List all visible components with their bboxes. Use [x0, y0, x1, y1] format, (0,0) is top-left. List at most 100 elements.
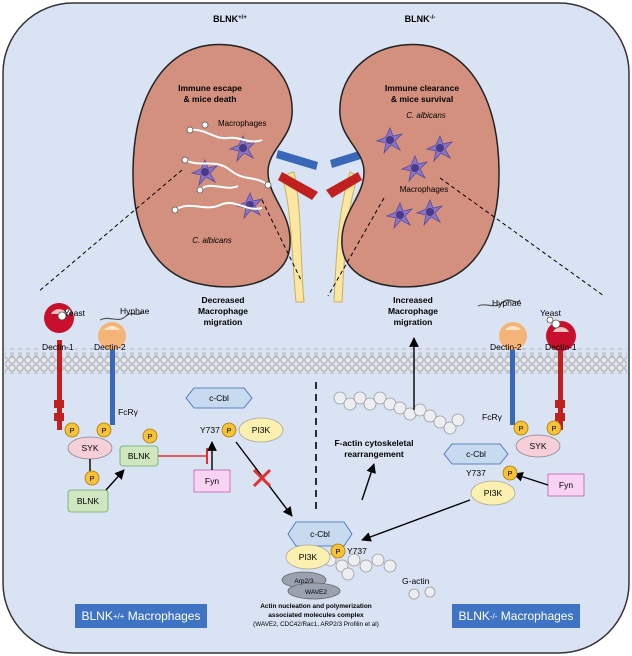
- center-pi3k-label: PI3K: [299, 552, 318, 562]
- left-genotype-label: BLNK+/+: [213, 14, 247, 24]
- legend-left: BLNK+/+ Macrophages: [75, 604, 207, 628]
- left-syk-label: SYK: [81, 443, 98, 453]
- artery-left: [278, 172, 318, 200]
- phospho-label: P: [518, 424, 523, 433]
- left-migration-line3: migration: [204, 317, 243, 327]
- zoom-line: [439, 177, 605, 297]
- complex-line3: (WAVE2, CDC42/Rac1, ARP2/3 Profilin et a…: [253, 621, 379, 628]
- right-migration-line1: Increased: [393, 295, 433, 305]
- phospho-label: P: [69, 426, 74, 435]
- factin-line2: rearrangement: [344, 449, 404, 459]
- dectin2-receptor-left: [98, 322, 126, 425]
- left-macrophages-label: Macrophages: [218, 119, 266, 128]
- yeast-particle: [546, 316, 561, 329]
- right-fyn-label: Fyn: [559, 480, 573, 490]
- artery-right: [326, 172, 362, 198]
- legend-right: BLNK-/- Macrophages: [452, 604, 580, 628]
- left-yeast-label: Yeast: [64, 308, 86, 318]
- dectin2-receptor-right: [499, 322, 527, 425]
- yeast-cells-left: [171, 121, 272, 214]
- legend-left-prefix: BLNK: [81, 609, 113, 623]
- left-outcome-line1: Immune escape: [178, 83, 242, 93]
- wave2-node: [287, 582, 341, 600]
- right-genotype-label: BLNK-/-: [405, 14, 436, 24]
- legend-right-suffix: Macrophages: [497, 609, 574, 623]
- phospho-label: P: [551, 424, 556, 433]
- inhibition-x-icon: [252, 468, 272, 488]
- vein-right: [330, 150, 364, 168]
- left-pi3k-label: PI3K: [252, 425, 271, 435]
- right-migration-line2: Macrophage: [388, 306, 438, 316]
- right-migration-line3: migration: [394, 317, 433, 327]
- pi3k-node-center: [285, 544, 331, 570]
- hyphae-particle: [99, 311, 143, 321]
- pi3k-node-left: [238, 417, 284, 443]
- left-hyphae-label: Hyphae: [120, 306, 150, 316]
- macrophages-left: [190, 134, 264, 220]
- right-pi3k-label: PI3K: [484, 488, 503, 498]
- right-syk-label: SYK: [529, 441, 546, 451]
- left-dectin1-label: Dectin-1: [42, 342, 74, 352]
- fyn-to-ccbl-arrow-right: [513, 472, 549, 486]
- phospho-label: P: [101, 426, 106, 435]
- ccbl-node-center: [287, 521, 353, 547]
- cell-membrane: [5, 348, 627, 374]
- right-y737-label: Y737: [466, 468, 486, 478]
- right-pathogen-label: C. albicans: [406, 111, 446, 120]
- yeast-particle: [57, 308, 72, 321]
- pi3k-node-right: [470, 480, 516, 506]
- ccbl-to-complex-arrow-right: [361, 499, 471, 542]
- center-ccbl-label: c-Cbl: [310, 529, 330, 539]
- left-ccbl-label: c-Cbl: [209, 393, 229, 403]
- macrophages-right: [375, 126, 454, 230]
- zoom-line: [261, 199, 303, 283]
- kidney-left: [132, 43, 293, 288]
- g-actin-label: G-actin: [402, 576, 430, 586]
- right-fcry-label: FcRγ: [482, 412, 503, 422]
- hyphae-particle: [477, 299, 521, 307]
- phospho-label: P: [335, 547, 340, 556]
- dectin1-receptor-right: [546, 321, 576, 430]
- legend-right-sup: -/-: [489, 611, 498, 621]
- left-outcome-line2: & mice death: [184, 94, 237, 104]
- hyphae-left: [174, 128, 269, 211]
- complex-line1: Actin nucleation and polymerization: [260, 603, 372, 610]
- legend-left-suffix: Macrophages: [124, 609, 201, 623]
- phospho-label: P: [89, 474, 94, 483]
- right-dectin1-label: Dectin-1: [545, 342, 577, 352]
- right-hyphae-label: Hyphae: [492, 298, 522, 308]
- left-migration-line2: Macrophage: [198, 306, 248, 316]
- ureter-left: [281, 171, 305, 303]
- right-outcome-line2: & mice survival: [391, 94, 453, 104]
- left-blnk-lower-label: BLNK: [77, 496, 100, 506]
- right-outcome-line1: Immune clearance: [385, 83, 459, 93]
- blnk-node-left-lower: [67, 489, 109, 513]
- right-dectin2-label: Dectin-2: [490, 342, 522, 352]
- left-blnk-upper-label: BLNK: [128, 451, 151, 461]
- ccbl-node-left: [185, 387, 253, 409]
- factin-line1: F-actin cytoskeletal: [335, 438, 414, 448]
- center-y737-label: Y737: [347, 546, 367, 556]
- zoom-line: [327, 197, 385, 297]
- syk-node-right: [515, 434, 561, 458]
- left-y737-label: Y737: [200, 425, 220, 435]
- phospho-markers: [64, 420, 562, 559]
- phospho-letters: P P P P P P P P P: [69, 424, 556, 556]
- legend-left-sup: +/+: [112, 611, 125, 621]
- blnk-to-blnk-arrow: [105, 469, 125, 491]
- legend-right-prefix: BLNK: [458, 609, 490, 623]
- complex-line2: associated molecules complex: [268, 612, 364, 619]
- left-migration-line1: Decreased: [201, 295, 244, 305]
- right-macrophages-label: Macrophages: [400, 185, 448, 194]
- right-yeast-label: Yeast: [540, 308, 562, 318]
- left-fyn-label: Fyn: [205, 476, 219, 486]
- phospho-label: P: [507, 469, 512, 478]
- g-actin-monomers: [408, 586, 436, 600]
- ccbl-node-right: [443, 443, 509, 465]
- right-ccbl-label: c-Cbl: [466, 449, 486, 459]
- phospho-label: P: [226, 426, 231, 435]
- left-fcry-label: FcRγ: [118, 407, 139, 417]
- left-dectin2-label: Dectin-2: [94, 342, 126, 352]
- phospho-label: P: [147, 432, 152, 441]
